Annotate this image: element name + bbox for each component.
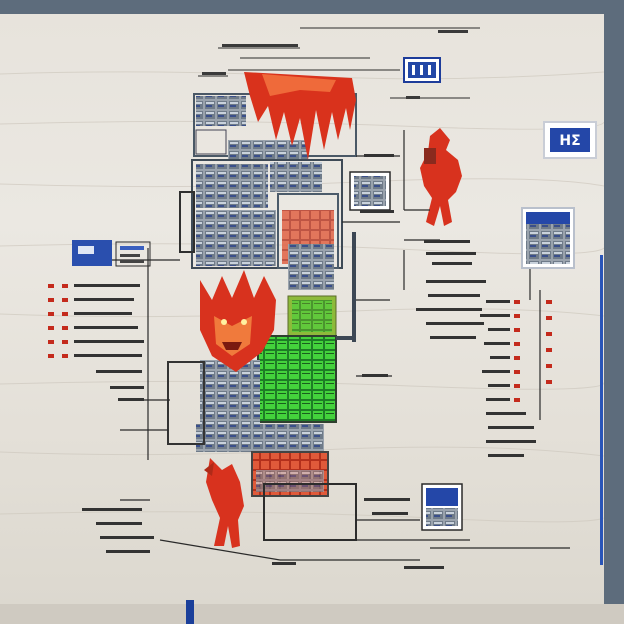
stamp-right-top-text: ΗΣ [559, 133, 580, 149]
left-list-text-strokes [74, 284, 154, 553]
stamp-right-top: ΗΣ [543, 121, 597, 159]
demon-figure-icon [204, 458, 244, 548]
demon-figure-icon [420, 128, 462, 226]
left-blue-badge [72, 240, 151, 267]
blue-tab [186, 600, 194, 624]
left-red-list [48, 284, 68, 358]
machine-tower [167, 93, 357, 541]
right-edge-line [600, 255, 603, 565]
side-panel-mid [349, 171, 391, 211]
top-annotation-lines [198, 27, 480, 99]
top-text-strokes [202, 30, 468, 99]
demon-head-icon [200, 270, 276, 372]
stamp-top-center [403, 57, 441, 83]
connector-lines [100, 130, 570, 561]
right-red-scale [514, 300, 552, 402]
side-panel-right [521, 207, 575, 269]
right-scale-text-strokes [480, 300, 536, 457]
sheet-bottom-strip [0, 604, 624, 624]
dripping-fire-icon [244, 72, 356, 160]
side-panel-bottom [421, 483, 463, 531]
right-text-strokes [272, 154, 486, 569]
